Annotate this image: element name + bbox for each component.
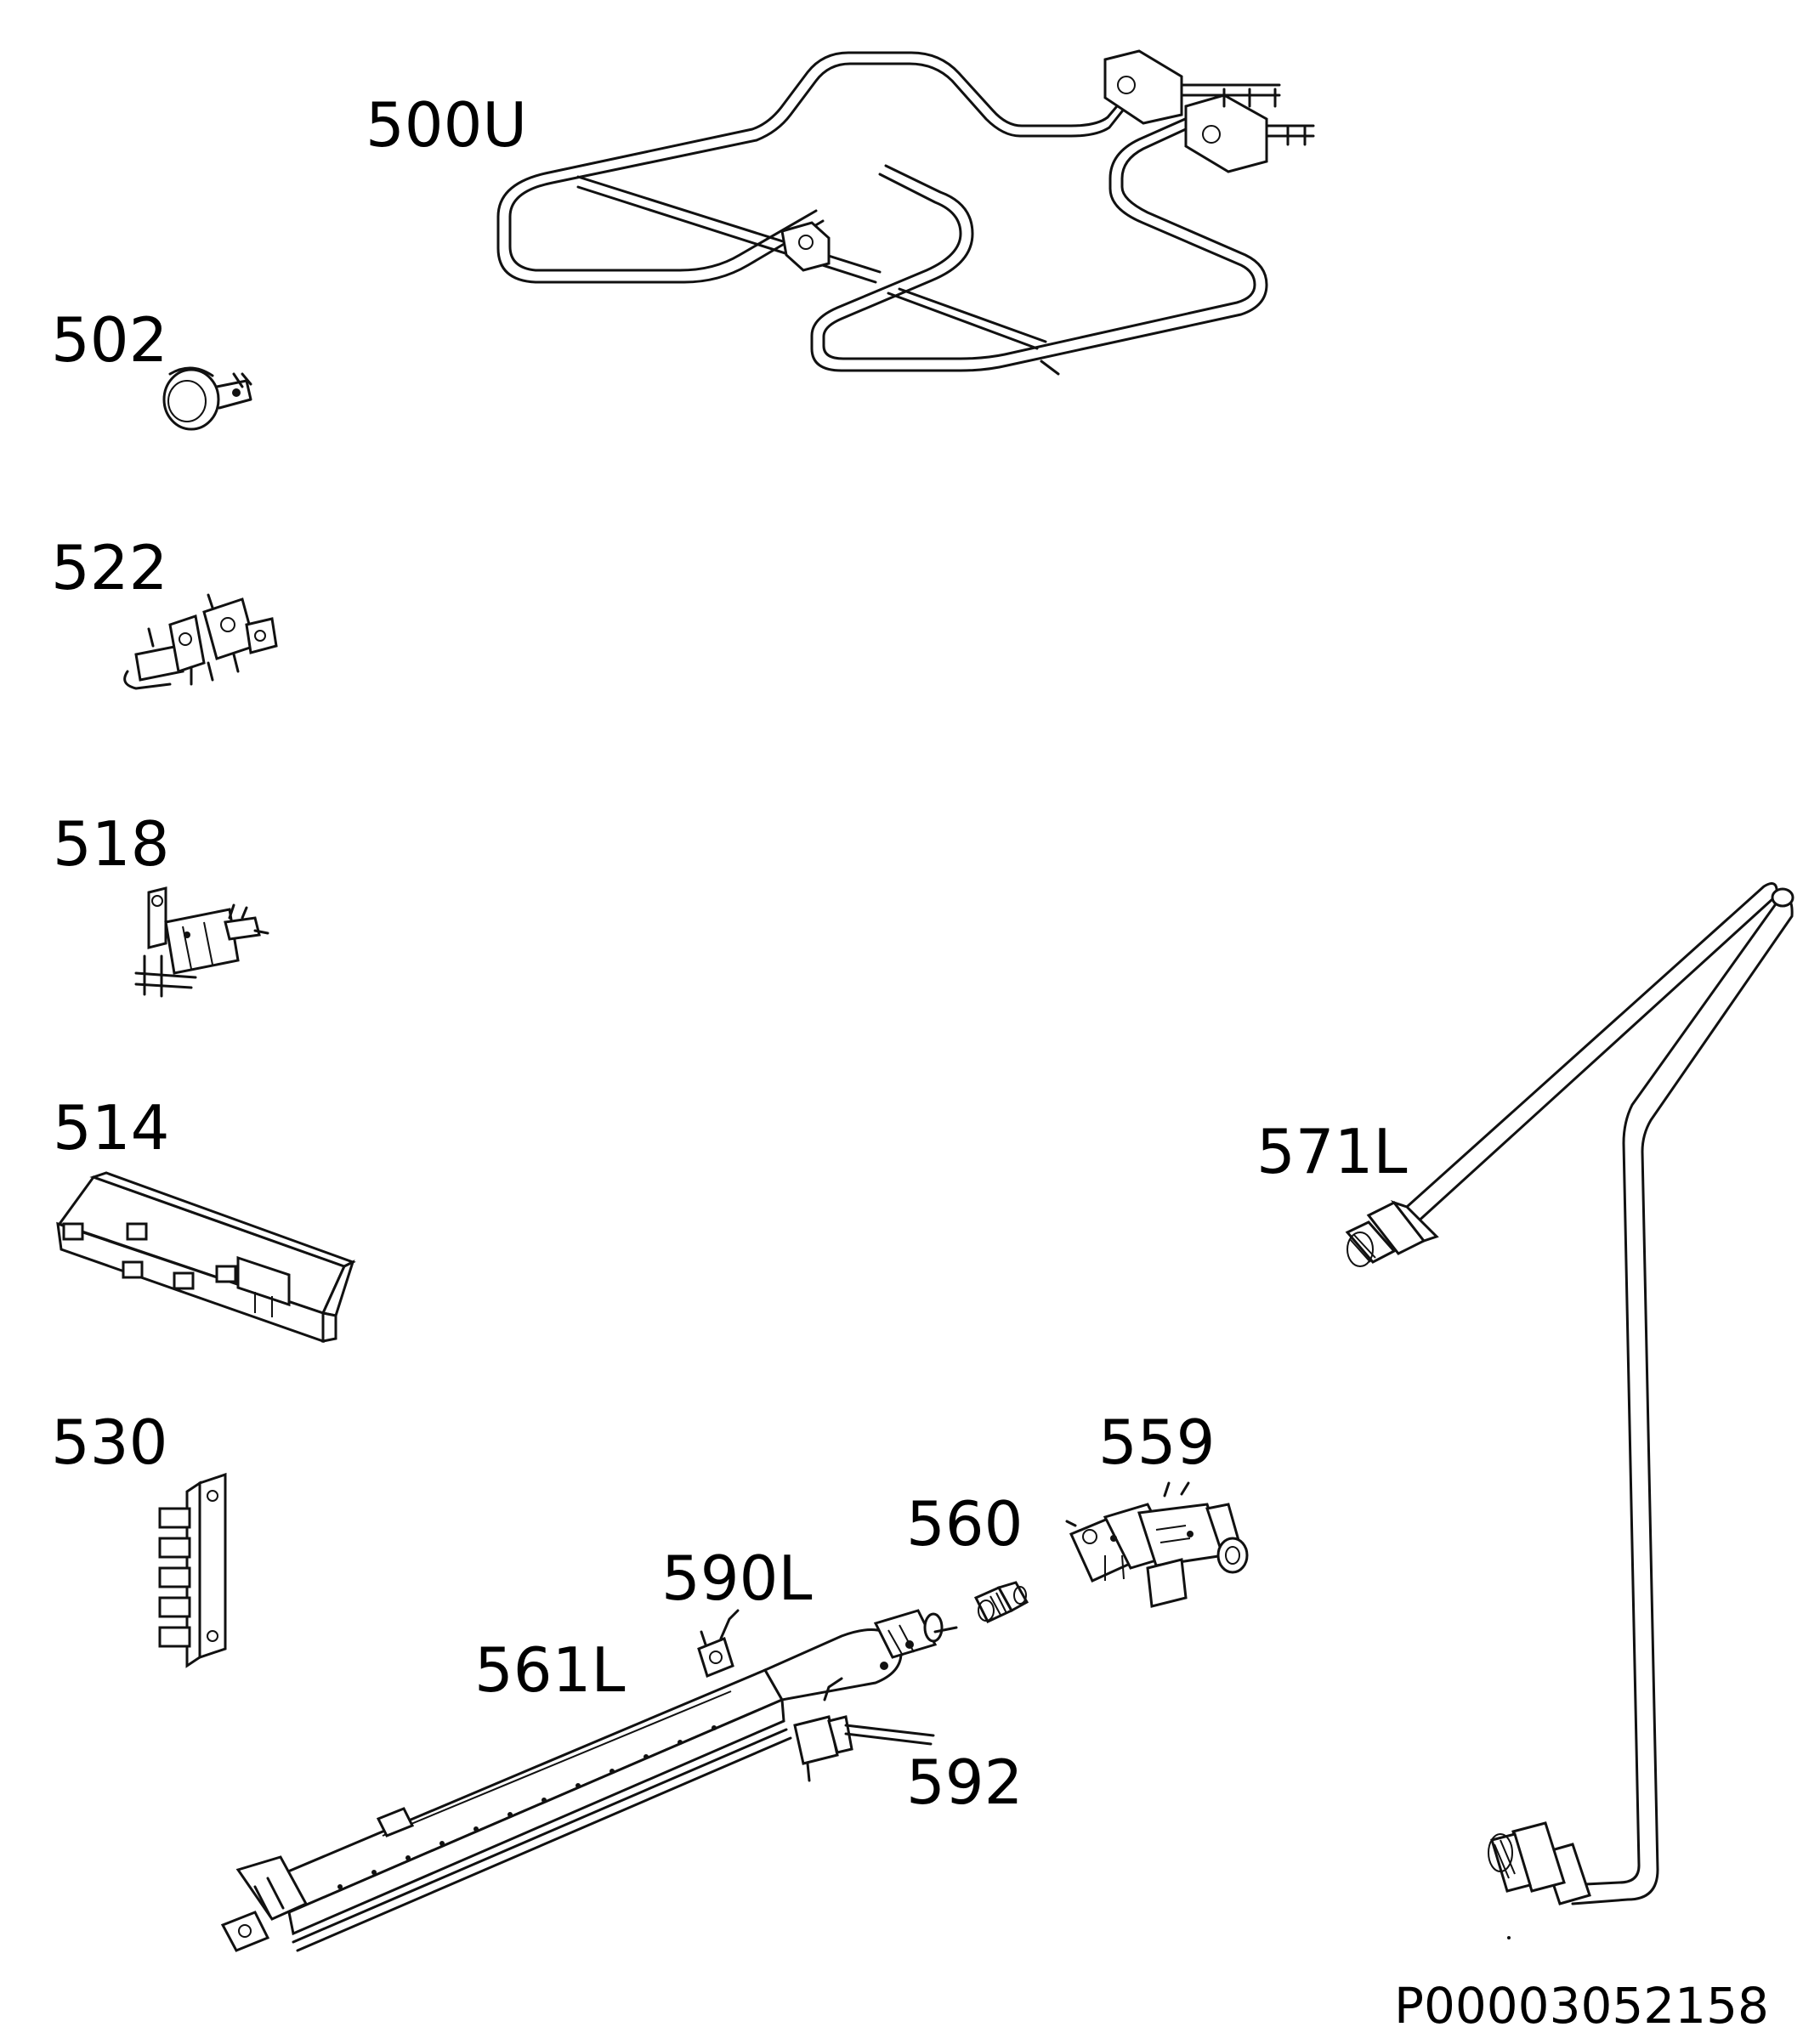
label-561L: 561L [474, 1634, 626, 1706]
label-571L: 571L [1256, 1116, 1408, 1187]
part-522-bracket-icon[interactable] [123, 593, 278, 690]
label-559: 559 [1098, 1407, 1215, 1478]
part-500U-heating-element-icon[interactable] [496, 49, 1315, 376]
part-592-thermocouple-icon[interactable] [793, 1677, 935, 1782]
part-502-thermostat-knob-icon[interactable] [162, 366, 252, 431]
burner-ports [337, 1725, 717, 1889]
label-560: 560 [906, 1488, 1023, 1560]
label-592: 592 [906, 1747, 1023, 1818]
part-560-nozzle-icon[interactable] [973, 1581, 1029, 1623]
label-522: 522 [51, 532, 167, 603]
label-502: 502 [51, 304, 167, 376]
part-590L-electrode-icon[interactable] [697, 1609, 740, 1678]
label-500U: 500U [366, 89, 527, 161]
part-571L-gas-pipe-icon[interactable] [1345, 882, 1794, 1939]
part-530-terminal-block-icon[interactable] [158, 1472, 227, 1668]
part-514-ignition-module-icon[interactable] [56, 1171, 356, 1344]
label-590L: 590L [661, 1543, 813, 1614]
part-561L-burner-icon[interactable] [220, 1609, 958, 1952]
label-530: 530 [51, 1407, 167, 1478]
part-559-gas-valve-icon[interactable] [1065, 1481, 1249, 1608]
part-518-switch-icon[interactable] [134, 886, 269, 998]
reference-code: P00003052158 [1394, 1977, 1769, 2035]
label-518: 518 [53, 808, 169, 880]
label-514: 514 [53, 1092, 169, 1164]
